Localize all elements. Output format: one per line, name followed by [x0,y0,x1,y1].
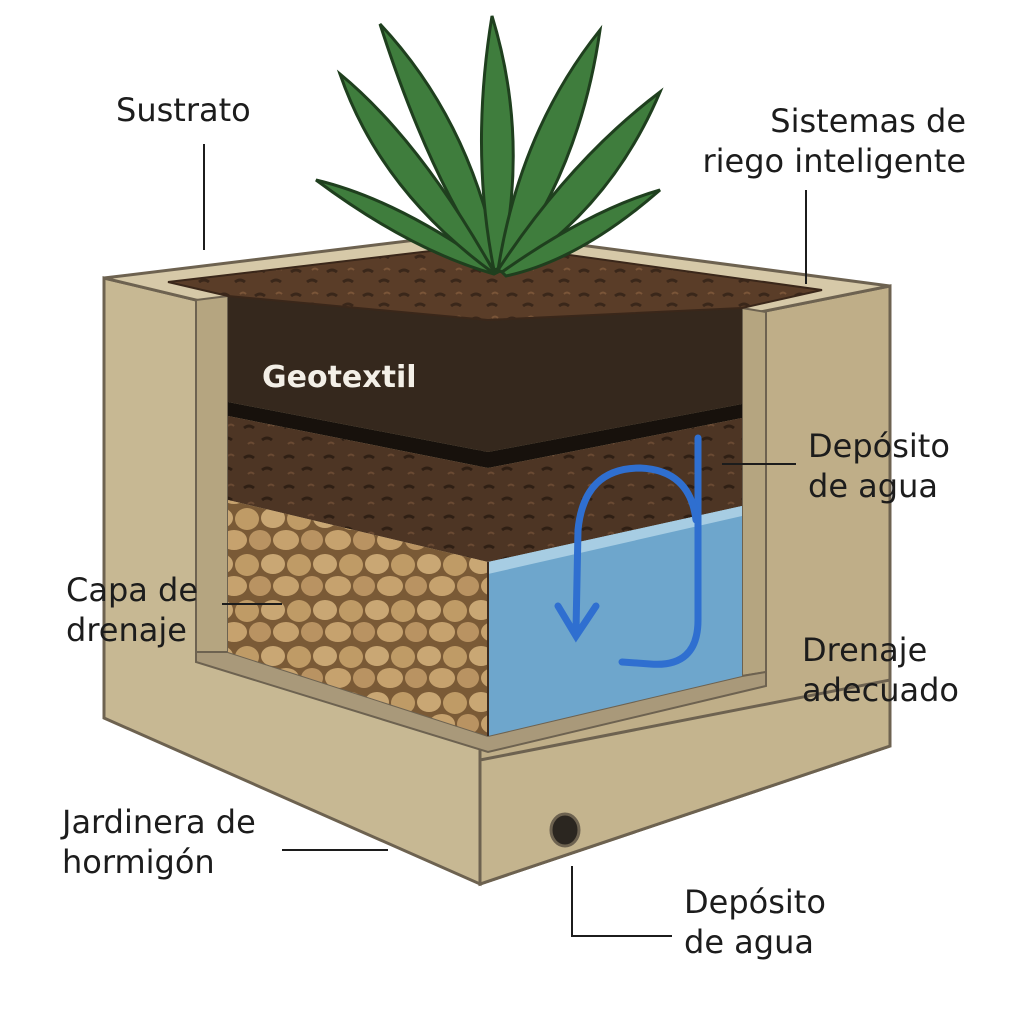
label-riego-line1: Sistemas de [770,102,966,140]
geotextile-band [228,402,742,468]
soil-layer [228,416,742,562]
label-deposito-agua-bottom: Depósito de agua [684,882,826,962]
label-deposito-top-line2: de agua [808,467,938,505]
label-riego-inteligente: Sistemas de riego inteligente [676,101,967,181]
leader-deposito-bottom [571,866,672,937]
label-sustrato-text: Sustrato [116,91,251,129]
leader-lines [203,144,807,937]
label-jardinera-line2: hormigón [62,843,215,881]
label-deposito-bottom-line1: Depósito [684,883,826,921]
label-capa-drenaje: Capa de drenaje [66,570,198,650]
label-drenaje-adecuado: Drenaje adecuado [802,630,959,710]
planter-base-front [478,678,892,887]
inner-floor [195,651,767,754]
label-geotextil: Geotextil [262,360,417,395]
label-sustrato: Sustrato [116,90,251,130]
plant [315,15,664,278]
label-deposito-top-line1: Depósito [808,427,950,465]
inner-wall-right [741,306,767,678]
water-reservoir [488,506,742,736]
inner-wall-left [195,294,229,653]
label-capa-line2: drenaje [66,611,187,649]
label-deposito-bottom-line2: de agua [684,923,814,961]
drain-hole [549,812,581,848]
water-flow-arrow [554,434,702,668]
geotextile-layer [228,296,742,452]
label-jardinera-line1: Jardinera de [62,803,256,841]
label-capa-line1: Capa de [66,571,199,609]
label-drenaje-line2: adecuado [802,671,959,709]
label-drenaje-line1: Drenaje [802,631,928,669]
label-jardinera-hormigon: Jardinera de hormigón [62,802,256,882]
label-riego-line2: riego inteligente [702,142,967,180]
drainage-stone-layer [228,500,488,736]
water-surface [488,506,742,574]
planter-interior [167,242,823,754]
label-deposito-agua-top: Depósito de agua [808,426,950,506]
